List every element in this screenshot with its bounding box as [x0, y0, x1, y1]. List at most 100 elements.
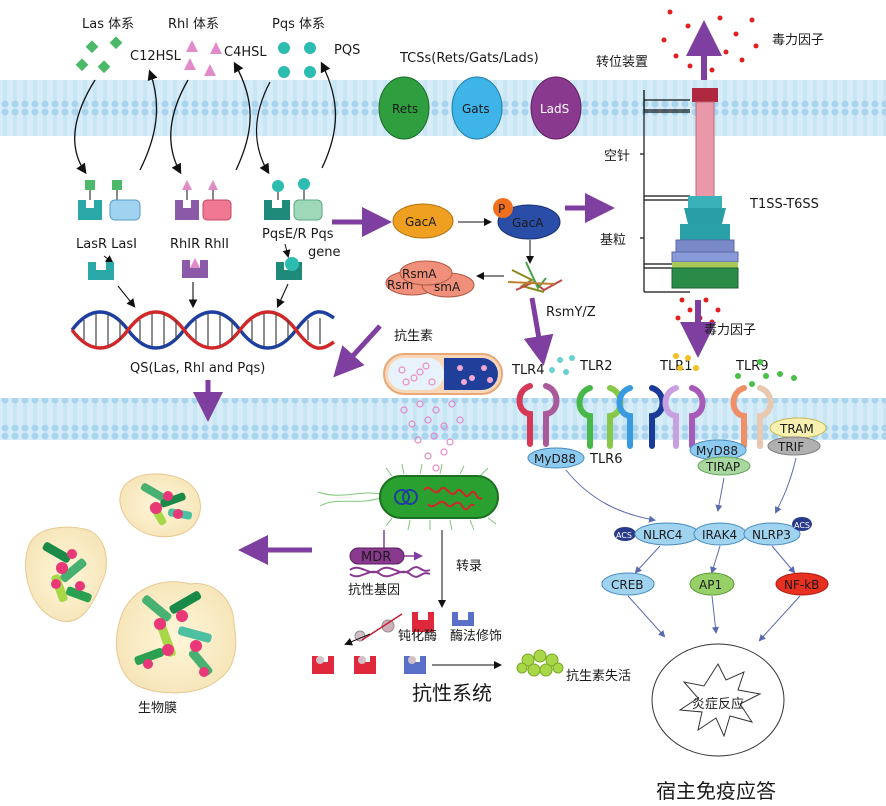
rhlr-complex [182, 258, 208, 278]
inactivated-antibiotic [516, 649, 564, 677]
bracket-lines [640, 90, 690, 293]
ap1: AP1 [689, 572, 735, 596]
gaca-label-2: GacA [512, 216, 544, 230]
needle-label: 空针 [604, 149, 630, 164]
nfkb: NF-kB [775, 572, 829, 596]
dna-helix [70, 310, 335, 350]
c4hsl-label: C4HSL [224, 45, 267, 60]
pqs-complex [276, 243, 302, 280]
creb: CREB [601, 572, 655, 596]
tlr4-label: TLR4 [511, 363, 545, 378]
passivation-enzyme [344, 612, 434, 646]
tcs-lads: LadS [530, 76, 582, 140]
gene-label: gene [308, 245, 341, 260]
inactivation-label: 抗生素失活 [566, 669, 631, 684]
host-response-label: 宿主免疫应答 [656, 779, 776, 803]
acs-left-label: ACS [616, 531, 632, 540]
signal-complex: ACS NLRC4 IRAK4 NLRP3 ACS [614, 517, 812, 546]
nfkb-label: NF-kB [784, 578, 819, 592]
gats-label: Gats [462, 102, 490, 116]
tlr9-label: TLR9 [735, 359, 769, 374]
antibiotic-drops [400, 400, 464, 472]
nlrp3-label: NLRP3 [752, 528, 791, 542]
transcription-label: 转录 [456, 559, 482, 574]
creb-label: CREB [611, 578, 644, 592]
resistance-gene-label: 抗性基因 [348, 583, 400, 598]
system-label: T1SS-T6SS [749, 197, 819, 212]
antibiotic-left-arrow [333, 324, 382, 378]
rhl-triangle-icons [184, 40, 222, 76]
tlr1-label: TLR1 [659, 359, 693, 374]
pqs-receptors [264, 178, 323, 221]
tirap-label: TIRAP [705, 460, 740, 474]
rsma-back-label: Rsm [387, 278, 413, 292]
host-membrane [0, 398, 886, 440]
tlr6-label: TLR6 [589, 452, 623, 467]
biofilm-left [25, 526, 107, 622]
myd88-right-label: MyD88 [696, 444, 738, 458]
gaca-p-node: P GacA [493, 198, 561, 240]
virulence-dots-bottom [675, 297, 721, 325]
rsmyz-rna [507, 261, 563, 293]
biofilm-top [119, 473, 201, 538]
las-system-label: Las 体系 [82, 17, 134, 32]
rhl-system-label: Rhl 体系 [168, 17, 219, 32]
tram-label: TRAM [779, 422, 814, 436]
antibiotic-label: 抗生素 [394, 329, 433, 344]
las-system-group: Las 体系 C12HSL [75, 17, 182, 74]
tf-arrows [627, 545, 801, 642]
lads-label: LadS [540, 102, 569, 116]
nlrc4-label: NLRC4 [643, 528, 682, 542]
irak4-label: IRAK4 [702, 528, 737, 542]
acs-right-label: ACS [794, 521, 810, 530]
myd88-right: MyD88 [689, 439, 747, 461]
passivation-label: 钝化酶 [398, 628, 437, 644]
inflammation-burst [651, 643, 785, 757]
enzyme-mod-label: 酶法修饰 [450, 628, 502, 644]
pqs-circle-icons [278, 42, 316, 78]
antibiotic-capsule [383, 353, 503, 395]
rets-label: Rets [392, 102, 418, 116]
qs-down-arrows [117, 282, 289, 309]
rsmyz-label: RsmY/Z [546, 305, 596, 320]
mdr-gene: MDR [349, 547, 431, 578]
basal-label: 基粒 [600, 233, 626, 248]
las-receptors [78, 180, 141, 221]
rsma-label: RsmA [402, 267, 437, 281]
virulence-bottom-label: 毒力因子 [704, 323, 756, 338]
virulence-top-label: 毒力因子 [772, 33, 824, 48]
gaca-node: GacA [392, 203, 454, 239]
rsma-back-label-2: smA [434, 280, 461, 294]
pqs-label: PQS [334, 43, 360, 58]
qs-curved-arrows [74, 61, 337, 175]
mdr-label: MDR [361, 550, 391, 565]
outer-membrane [0, 80, 886, 136]
inflammation-label: 炎症反应 [692, 696, 744, 712]
trif: TRIF [767, 436, 821, 456]
tcs-title: TCSs(Rets/Gats/Lads) [399, 51, 539, 66]
secretion-apparatus [671, 88, 739, 289]
pqs-system-group: Pqs 体系 PQS [272, 17, 360, 78]
rhl-system-group: Rhl 体系 C4HSL [168, 17, 267, 76]
resistance-system-label: 抗性系统 [412, 681, 492, 705]
resistance-enzymes-row [312, 656, 502, 674]
tcs-rets: Rets [378, 76, 430, 140]
phospho-label: P [498, 202, 505, 216]
tlr-receptors [516, 383, 774, 449]
enzyme-mod [452, 612, 474, 626]
qs-label: QS(Las, Rhl and Pqs) [130, 361, 265, 376]
signal-arrows [565, 457, 797, 523]
rsma-node: Rsm smA RsmA [385, 260, 475, 298]
myd88-left: MyD88 [527, 447, 585, 469]
bacterium [317, 463, 499, 531]
gaca-label-1: GacA [405, 215, 437, 229]
rsmyz-to-tlr-arrow [523, 297, 554, 366]
lasr-label: LasR LasI [76, 237, 137, 252]
rhl-receptors [175, 180, 232, 221]
virulence-dots-top [661, 9, 759, 73]
myd88-left-label: MyD88 [534, 452, 576, 466]
transport-label: 转位装置 [596, 55, 648, 70]
tirap: TIRAP [697, 456, 751, 476]
